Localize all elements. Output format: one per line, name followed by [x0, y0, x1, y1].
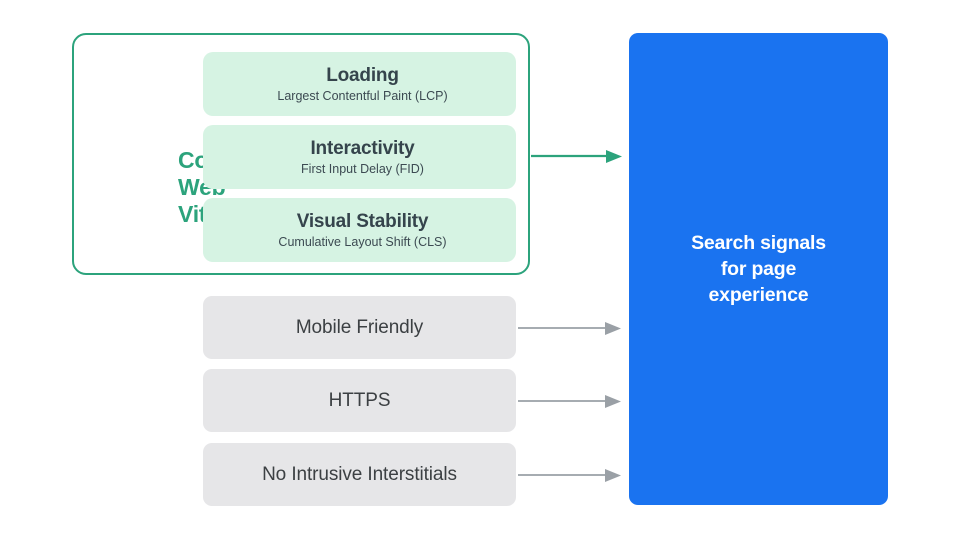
https-card[interactable]: HTTPS	[203, 369, 516, 432]
metric-subtitle-visual-stability: Cumulative Layout Shift (CLS)	[278, 234, 447, 249]
mobile-friendly-arrow	[518, 322, 621, 335]
metric-subtitle-loading: Largest Contentful Paint (LCP)	[277, 88, 448, 103]
no-intrusive-interstitials-label: No Intrusive Interstitials	[262, 464, 457, 485]
search-signals-box[interactable]: Search signals for page experience	[629, 33, 888, 505]
metric-subtitle-interactivity: First Input Delay (FID)	[301, 161, 424, 176]
metric-card-interactivity[interactable]: Interactivity First Input Delay (FID)	[203, 125, 516, 189]
metric-title-interactivity: Interactivity	[310, 137, 415, 159]
no-intrusive-interstitials-arrow	[518, 469, 621, 482]
https-arrow	[518, 395, 621, 408]
no-intrusive-interstitials-card[interactable]: No Intrusive Interstitials	[203, 443, 516, 506]
search-signals-label: Search signals for page experience	[691, 232, 826, 306]
metric-card-visual-stability[interactable]: Visual Stability Cumulative Layout Shift…	[203, 198, 516, 262]
metric-title-loading: Loading	[326, 64, 399, 86]
mobile-friendly-card[interactable]: Mobile Friendly	[203, 296, 516, 359]
metric-card-loading[interactable]: Loading Largest Contentful Paint (LCP)	[203, 52, 516, 116]
https-label: HTTPS	[328, 390, 391, 411]
core-web-vitals-arrow	[531, 150, 622, 163]
mobile-friendly-label: Mobile Friendly	[295, 317, 424, 338]
metric-title-visual-stability: Visual Stability	[296, 210, 429, 232]
